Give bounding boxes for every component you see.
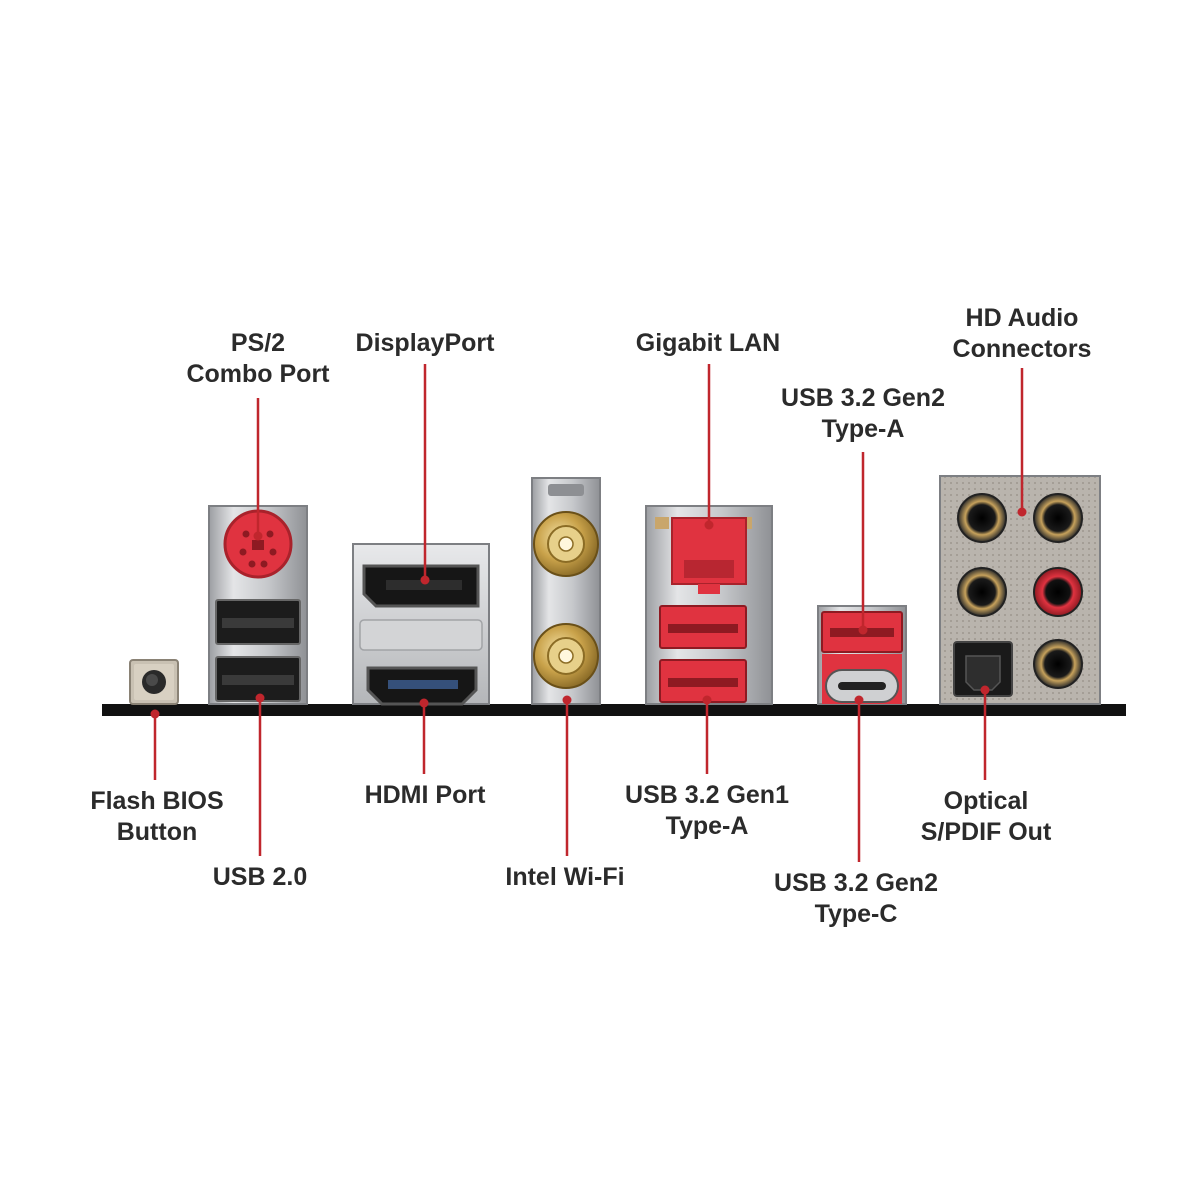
label-displayport: DisplayPort bbox=[355, 329, 495, 357]
flash-bios-button-graphic bbox=[129, 659, 179, 705]
ps2-usb20-block bbox=[208, 505, 308, 705]
label-intel-wifi: Intel Wi-Fi bbox=[505, 863, 625, 891]
label-usb20: USB 2.0 bbox=[212, 863, 308, 891]
leader-lines bbox=[150, 364, 1027, 862]
board-baseline bbox=[102, 704, 1126, 716]
lan-usb32-gen1-block bbox=[645, 505, 773, 705]
usb32-gen2-block bbox=[817, 605, 907, 705]
label-hdmi-port: HDMI Port bbox=[364, 781, 486, 809]
label-gigabit-lan: Gigabit LAN bbox=[635, 329, 781, 357]
displayport-hdmi-block bbox=[352, 543, 490, 706]
wifi-antenna-block bbox=[531, 477, 601, 705]
